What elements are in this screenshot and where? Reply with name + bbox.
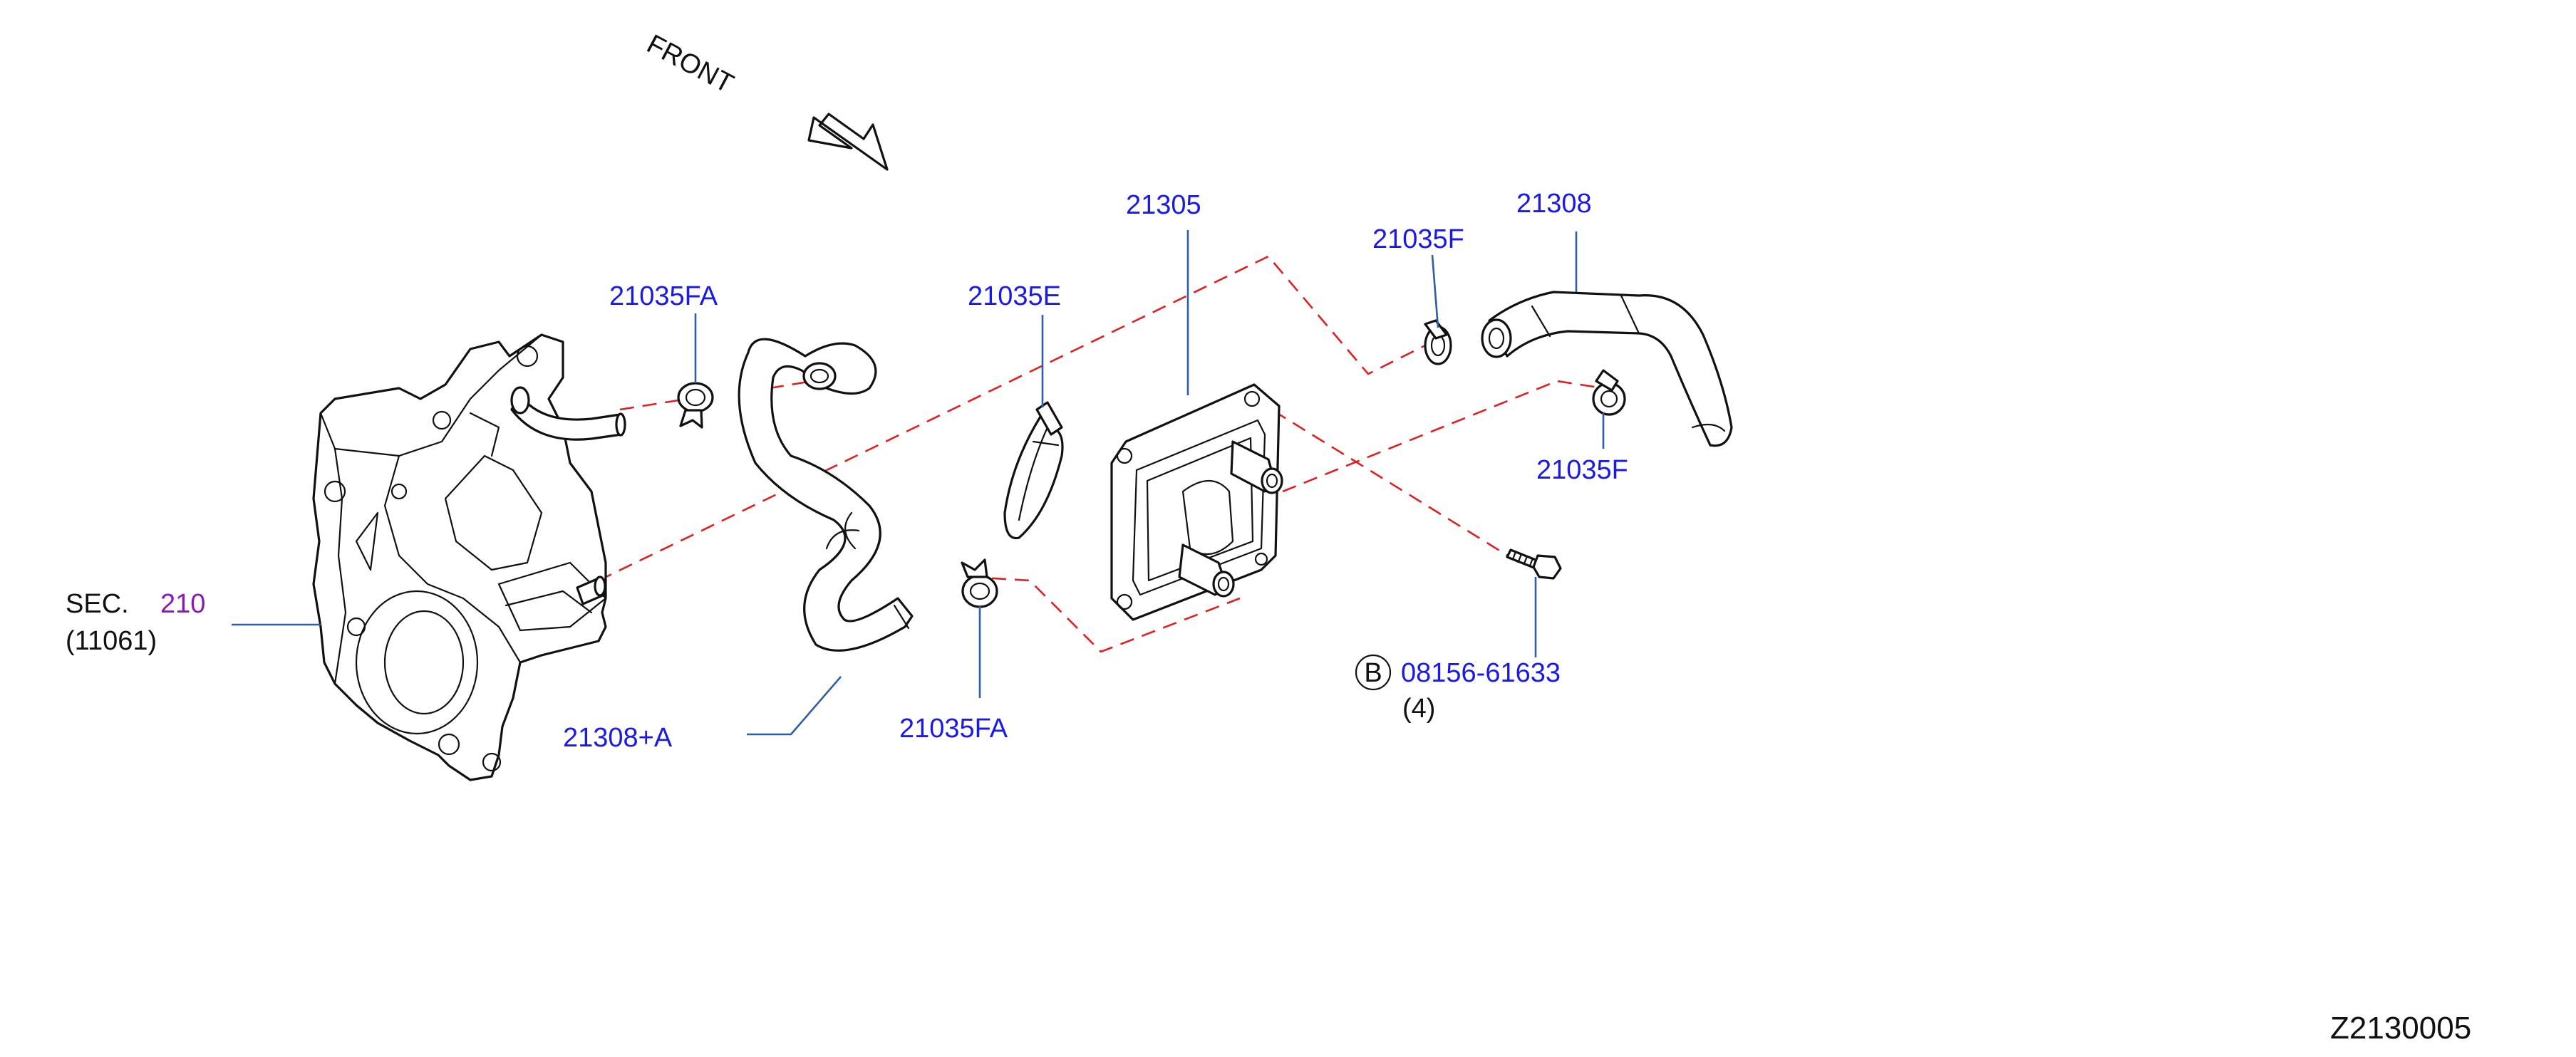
label-21035fa-top: 21035FA bbox=[609, 281, 718, 311]
label-21305: 21305 bbox=[1126, 190, 1201, 220]
bolt-08156-61633-icon bbox=[1506, 548, 1562, 580]
label-bolt-part: 08156-61633 bbox=[1401, 658, 1561, 688]
leader-lines bbox=[232, 230, 1605, 736]
hose-21308-a bbox=[738, 338, 914, 652]
label-21035e: 21035E bbox=[968, 281, 1061, 311]
bolt-circle-marker bbox=[1355, 654, 1392, 691]
section-prefix: SEC. bbox=[66, 589, 129, 619]
clamp-21035fa-bottom-icon bbox=[961, 558, 998, 608]
front-arrow-icon bbox=[807, 113, 889, 171]
hose-21308 bbox=[1481, 291, 1733, 447]
assembly-guide-lines bbox=[598, 255, 1604, 653]
engine-front-cover bbox=[312, 333, 626, 781]
label-21035f-bottom: 21035F bbox=[1536, 455, 1628, 485]
label-21308-a: 21308+A bbox=[563, 723, 673, 753]
section-ref: (11061) bbox=[66, 626, 157, 656]
label-bolt-qty: (4) bbox=[1402, 694, 1435, 724]
label-21035f-top: 21035F bbox=[1372, 224, 1464, 254]
front-label: FRONT bbox=[642, 29, 738, 100]
bolt-circle-letter: B bbox=[1364, 658, 1382, 688]
clamp-21035f-top-icon bbox=[1424, 319, 1452, 365]
band-clamp-21035e-icon bbox=[1003, 401, 1064, 540]
clamp-21035fa-top-icon bbox=[677, 382, 714, 429]
label-21035fa-bottom: 21035FA bbox=[899, 714, 1008, 744]
clamp-21035f-bottom-icon bbox=[1592, 369, 1626, 416]
label-21308: 21308 bbox=[1516, 189, 1592, 219]
oil-cooler-21305 bbox=[1110, 383, 1283, 621]
section-number: 210 bbox=[160, 589, 205, 619]
diagram-code: Z2130005 bbox=[2330, 1011, 2471, 1046]
